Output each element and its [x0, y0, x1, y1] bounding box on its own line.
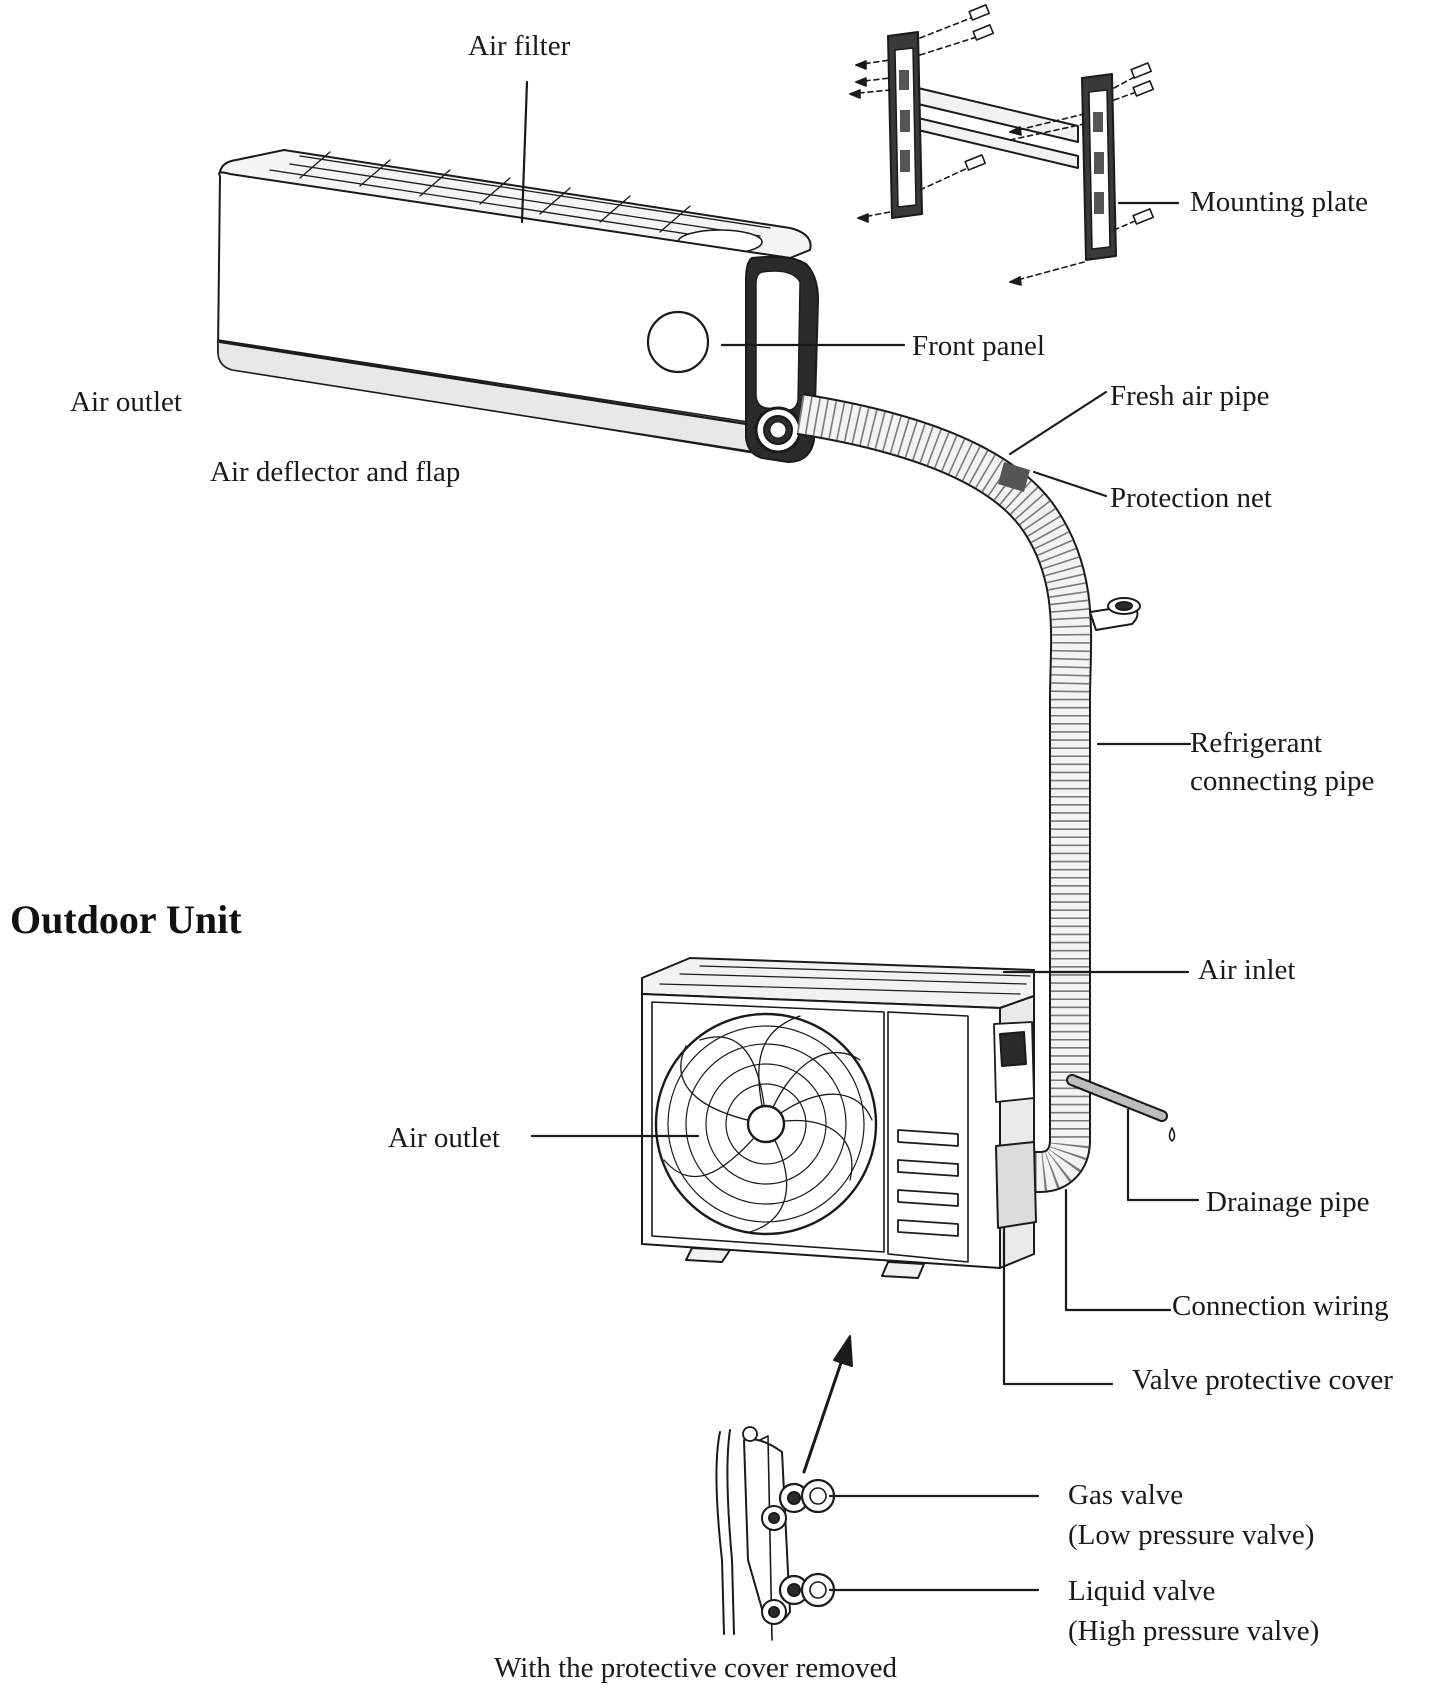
- label-connection-wiring: Connection wiring: [1172, 1290, 1389, 1322]
- label-gas-valve-line2: (Low pressure valve): [1068, 1519, 1315, 1551]
- label-air-inlet: Air inlet: [1198, 954, 1296, 986]
- label-indoor-air-outlet: Air outlet: [70, 386, 182, 418]
- label-air-filter: Air filter: [468, 30, 571, 62]
- leader-lines: [520, 80, 1200, 1592]
- mounting-plate: [849, 4, 1155, 286]
- label-gas-valve-line1: Gas valve: [1068, 1479, 1184, 1511]
- label-refrigerant-pipe-line1: Refrigerant: [1190, 727, 1323, 759]
- label-liquid-valve-line2: (High pressure valve): [1068, 1615, 1320, 1647]
- label-liquid-valve-line1: Liquid valve: [1068, 1575, 1216, 1607]
- caption-cover-removed: With the protective cover removed: [494, 1652, 898, 1684]
- label-outdoor-air-outlet: Air outlet: [388, 1122, 500, 1154]
- outdoor-unit: [641, 957, 1176, 1279]
- valve-detail-drawing: [715, 1335, 853, 1641]
- outdoor-unit-heading: Outdoor Unit: [10, 897, 242, 942]
- refrigerant-pipe-drawing: [796, 393, 1141, 1193]
- label-mounting-plate: Mounting plate: [1190, 186, 1369, 218]
- label-air-deflector-flap: Air deflector and flap: [210, 456, 461, 488]
- label-valve-protective-cover: Valve protective cover: [1132, 1364, 1393, 1396]
- label-drainage-pipe: Drainage pipe: [1206, 1186, 1370, 1218]
- label-protection-net: Protection net: [1110, 482, 1272, 514]
- label-front-panel: Front panel: [912, 330, 1045, 362]
- label-refrigerant-pipe-line2: connecting pipe: [1190, 765, 1375, 797]
- indoor-unit: [217, 149, 819, 463]
- label-fresh-air-pipe: Fresh air pipe: [1110, 380, 1270, 412]
